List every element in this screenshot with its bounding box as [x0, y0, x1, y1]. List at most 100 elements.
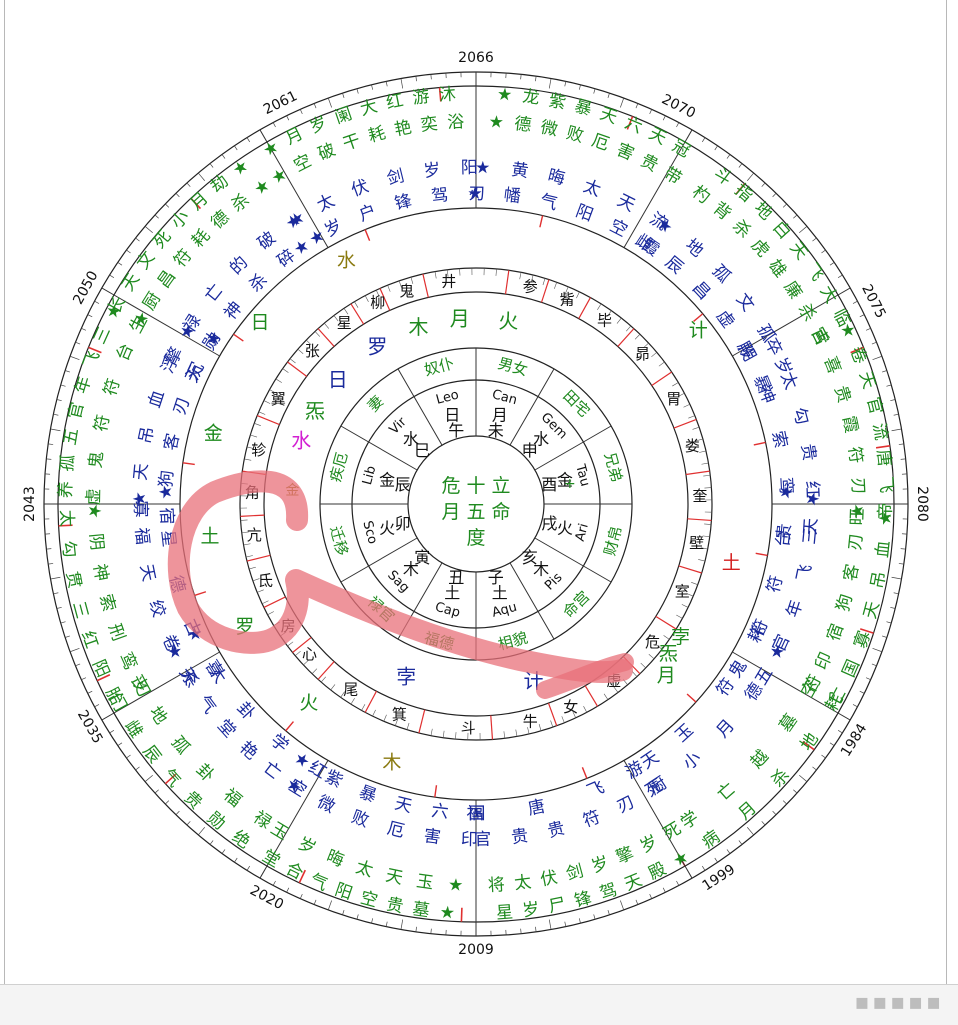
mansion-tick — [672, 382, 678, 386]
sector-star: 辰 — [661, 252, 687, 278]
sector-star: 印 — [812, 649, 837, 673]
sector-star: 德 — [513, 114, 532, 136]
sector-star: 红 — [77, 628, 101, 651]
palace-label: 疾厄 — [326, 450, 351, 484]
outer-tick — [901, 549, 906, 550]
mansion-tick — [551, 721, 553, 728]
mansion-tick — [693, 427, 700, 429]
outer-tick — [866, 678, 871, 680]
mansion-tick — [597, 304, 601, 310]
outer-tick — [81, 328, 86, 330]
mansion-tick — [362, 704, 365, 710]
sector-star: 天 — [597, 104, 620, 128]
sector-star: ★ — [259, 136, 282, 161]
mansion-divider — [542, 280, 549, 303]
mansion-tick — [351, 698, 355, 704]
sector-star: 指 — [730, 180, 756, 206]
mansion-tick — [516, 730, 517, 737]
mansion-divider — [240, 515, 264, 516]
mansion-label: 亢 — [247, 526, 262, 544]
sector-star: 天 — [614, 191, 638, 216]
sign-label: Aqu — [490, 600, 518, 621]
outer-tick — [222, 849, 225, 853]
sector-star: 虎 — [747, 235, 773, 261]
mansion-tick — [250, 435, 257, 437]
sector-star: 墓 — [776, 711, 802, 736]
mansion-planet: 月 — [657, 664, 676, 686]
sector-star: 杀 — [728, 216, 754, 242]
outer-tick — [222, 155, 225, 159]
sector-star: 白 — [768, 217, 794, 243]
outer-tick — [386, 81, 387, 86]
outer-tick — [872, 342, 877, 344]
sector-star: 绞 — [145, 598, 169, 620]
sector-star: ★ — [439, 902, 456, 923]
sector-star: 飞 — [584, 777, 607, 802]
mansion-tick — [388, 285, 391, 291]
outer-tick — [431, 74, 432, 79]
outer-tick — [747, 173, 753, 181]
sector-star: 太 — [513, 872, 532, 894]
mansion-label: 奎 — [692, 487, 707, 505]
sector-star: 大 — [358, 96, 380, 120]
sector-star: 年 — [783, 598, 807, 620]
sector-star: 艳 — [235, 738, 261, 764]
outer-tick — [46, 459, 51, 460]
year-label: 2020 — [247, 882, 286, 913]
sector-star: 符 — [580, 807, 603, 832]
outer-tick — [872, 664, 877, 666]
mansion-tick — [682, 604, 688, 607]
branch-label: 酉 — [541, 475, 557, 494]
sector-star: ★ — [776, 484, 797, 500]
outer-tick — [300, 109, 302, 114]
mansion-tick — [244, 459, 251, 460]
red-marker — [194, 592, 205, 596]
outer-tick — [873, 648, 882, 651]
sector-star: 厄 — [589, 131, 612, 155]
outer-tick — [51, 429, 61, 431]
planet-glyph: 炁 — [305, 399, 325, 423]
sector-star: 雌 — [120, 717, 146, 742]
mansion-tick — [584, 706, 587, 712]
outer-tick — [65, 371, 70, 373]
red-marker — [687, 694, 696, 702]
sector-star: 勋 — [199, 329, 225, 354]
sector-star: 符 — [713, 675, 739, 701]
mansion-tick — [676, 615, 682, 618]
mansion-planet: 土 — [722, 552, 741, 574]
sector-star: 天 — [175, 664, 201, 689]
sector-star: 天 — [860, 599, 884, 621]
sector-star: 符 — [844, 445, 866, 464]
sector-star: 勾 — [788, 405, 812, 427]
outer-tick — [783, 801, 787, 804]
sector-star: 符 — [170, 245, 196, 271]
outer-tick — [650, 894, 652, 899]
sector-star: 吊 — [867, 570, 890, 590]
outer-tick — [739, 840, 742, 844]
mansion-divider — [579, 298, 591, 319]
branch-label: 未 — [488, 421, 504, 440]
outer-tick — [287, 116, 289, 120]
sector-star: ★ — [229, 156, 253, 181]
sector-star: 卦 — [232, 698, 258, 724]
year-label: 2043 — [22, 486, 38, 522]
sector-star: 天 — [785, 238, 811, 264]
mansion-tick — [312, 669, 317, 674]
branch-label: 卯 — [395, 514, 411, 533]
mansion-label: 女 — [563, 698, 578, 716]
outer-tick — [287, 888, 289, 892]
year-label: 1984 — [838, 721, 870, 760]
mansion-divider — [257, 416, 279, 425]
sector-star: 堂 — [259, 846, 284, 872]
sector-star: 驾 — [430, 185, 449, 207]
outer-tick — [812, 238, 816, 241]
outer-tick — [176, 193, 179, 197]
mansion-tick — [324, 323, 328, 328]
sector-star: 岁 — [637, 832, 661, 858]
mansion-divider — [679, 566, 702, 573]
sector-star: 孤 — [167, 733, 193, 759]
sector-star: 微 — [539, 118, 560, 141]
outer-tick — [401, 920, 403, 930]
sector-star: 绝 — [228, 827, 253, 853]
outer-tick — [894, 593, 899, 594]
